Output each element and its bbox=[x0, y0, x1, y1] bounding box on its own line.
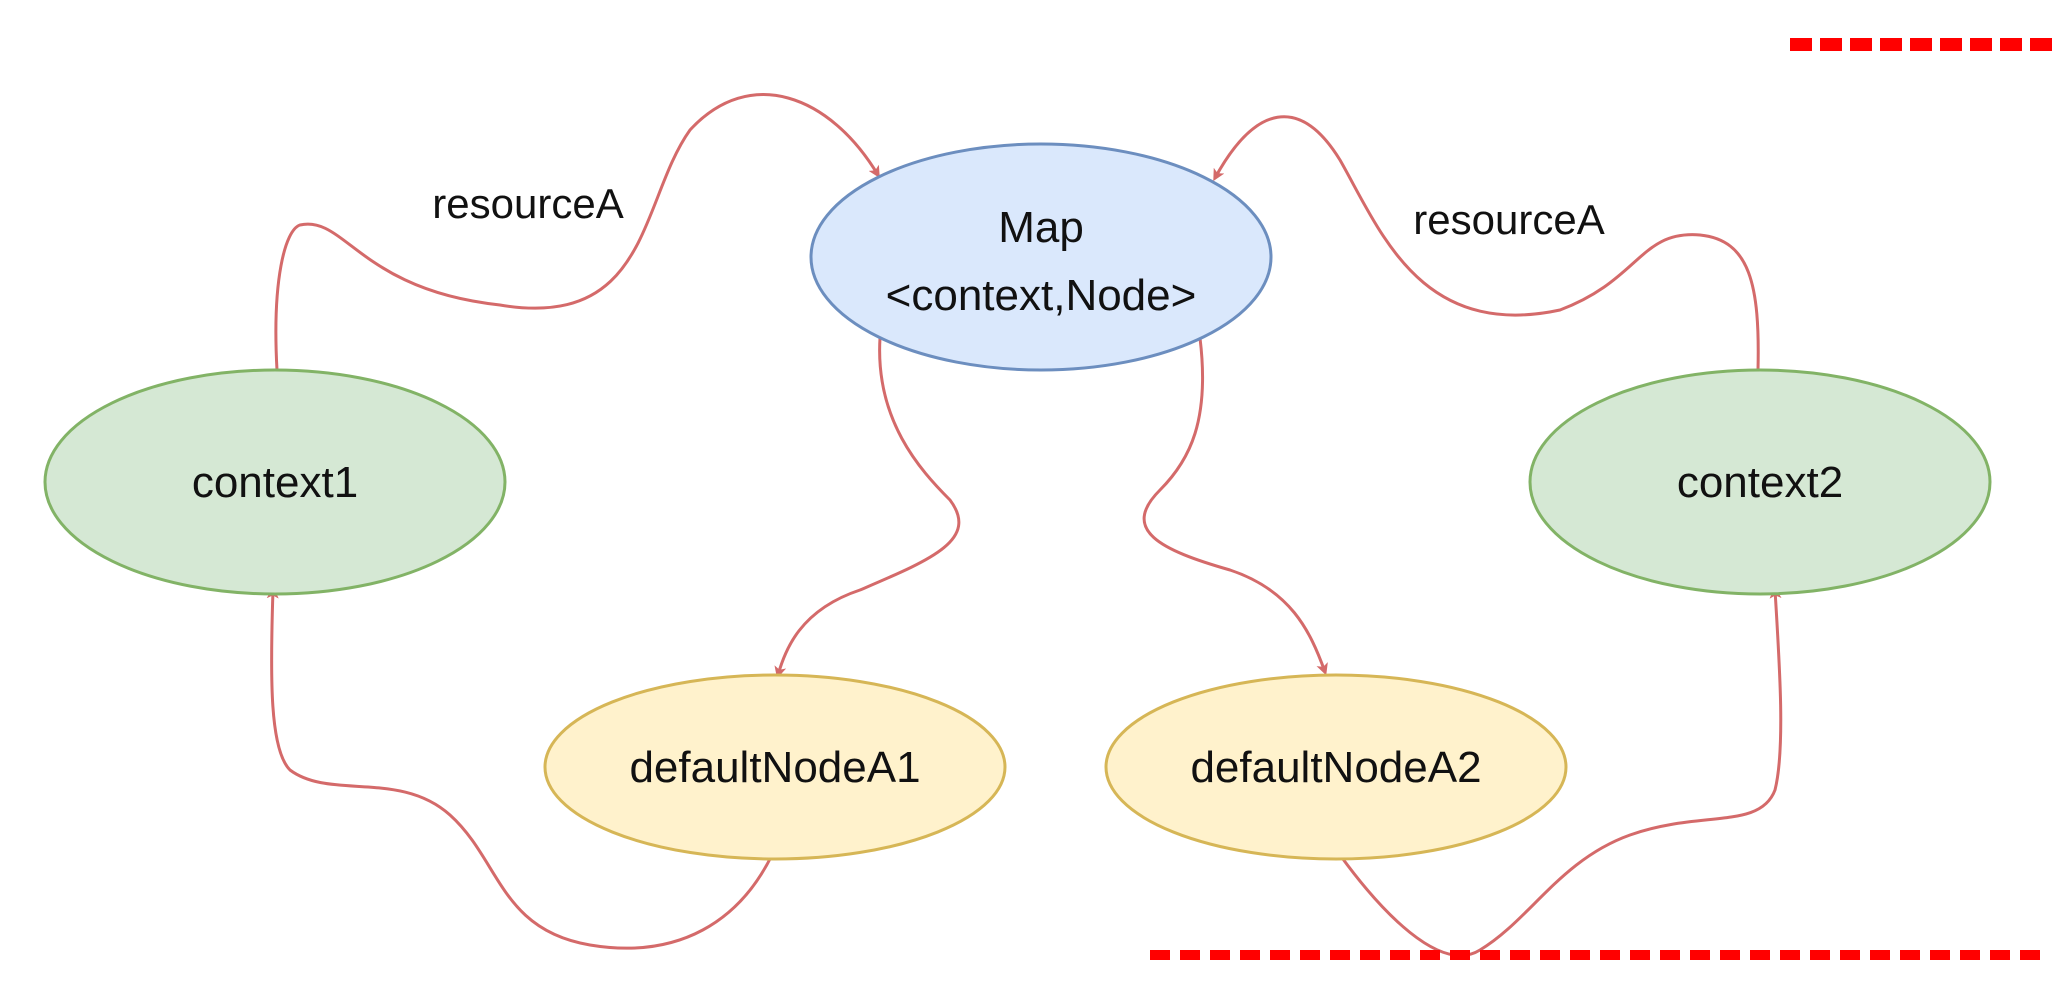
node-default1-label: defaultNodeA1 bbox=[629, 743, 920, 792]
watermark-block bbox=[1780, 950, 1800, 960]
watermark-block bbox=[1360, 950, 1380, 960]
watermark-block bbox=[1870, 950, 1890, 960]
watermark-block bbox=[2020, 950, 2040, 960]
watermark-block bbox=[2030, 38, 2052, 51]
watermark-block bbox=[1510, 950, 1530, 960]
node-default2: defaultNodeA2 bbox=[1104, 673, 1568, 861]
watermark-block bbox=[1300, 950, 1320, 960]
edge-context2-to-map bbox=[1213, 115, 1760, 371]
watermark-block bbox=[1240, 950, 1260, 960]
watermark-block bbox=[1480, 950, 1500, 960]
node-map: Map <context,Node> bbox=[809, 142, 1273, 372]
watermark-block bbox=[1850, 38, 1872, 51]
edge-map-to-default2 bbox=[1142, 337, 1328, 676]
watermark-block bbox=[1210, 950, 1230, 960]
watermark-block bbox=[1540, 950, 1560, 960]
node-default1: defaultNodeA1 bbox=[543, 673, 1007, 861]
watermark-block bbox=[1990, 950, 2010, 960]
node-context1-shape bbox=[43, 368, 507, 596]
edge-label-ctx1-resource: resourceA bbox=[432, 180, 623, 227]
node-context1: context1 bbox=[43, 368, 507, 596]
node-map-label-line1: Map bbox=[998, 203, 1084, 252]
watermark-block bbox=[1750, 950, 1770, 960]
watermark-block bbox=[1840, 950, 1860, 960]
watermark-block bbox=[1910, 38, 1932, 51]
watermark-block bbox=[1390, 950, 1410, 960]
watermark-block bbox=[2000, 38, 2022, 51]
node-context2-label: context2 bbox=[1677, 458, 1843, 507]
watermark-block bbox=[1270, 950, 1290, 960]
node-context2: context2 bbox=[1528, 368, 1992, 596]
watermark-block bbox=[1570, 950, 1590, 960]
watermark-block bbox=[1930, 950, 1950, 960]
watermark-block bbox=[1630, 950, 1650, 960]
watermark-block bbox=[1880, 38, 1902, 51]
watermark-block bbox=[1970, 38, 1992, 51]
watermark-block bbox=[1420, 950, 1440, 960]
watermark-block bbox=[1450, 950, 1470, 960]
watermark-bottom bbox=[1150, 950, 2040, 960]
watermark-top-right bbox=[1790, 38, 2052, 51]
node-map-label-line2: <context,Node> bbox=[886, 271, 1197, 320]
watermark-block bbox=[1960, 950, 1980, 960]
edge-default2-to-context2 bbox=[1338, 586, 1783, 957]
watermark-block bbox=[1660, 950, 1680, 960]
node-map-shape bbox=[809, 142, 1273, 372]
watermark-block bbox=[1180, 950, 1200, 960]
edge-default1-to-context1 bbox=[266, 586, 774, 950]
node-default2-label: defaultNodeA2 bbox=[1190, 743, 1481, 792]
node-context1-label: context1 bbox=[192, 458, 358, 507]
watermark-block bbox=[1330, 950, 1350, 960]
watermark-block bbox=[1690, 950, 1710, 960]
node-default1-shape bbox=[543, 673, 1007, 861]
edge-context1-to-map bbox=[274, 93, 880, 371]
watermark-block bbox=[1150, 950, 1170, 960]
watermark-block bbox=[1900, 950, 1920, 960]
watermark-block bbox=[1600, 950, 1620, 960]
watermark-block bbox=[1940, 38, 1962, 51]
node-context2-shape bbox=[1528, 368, 1992, 596]
watermark-block bbox=[1790, 38, 1812, 51]
watermark-block bbox=[1810, 950, 1830, 960]
edge-label-ctx2-resource: resourceA bbox=[1413, 196, 1604, 243]
watermark-block bbox=[1720, 950, 1740, 960]
node-default2-shape bbox=[1104, 673, 1568, 861]
watermark-block bbox=[1820, 38, 1842, 51]
edge-map-to-default1 bbox=[774, 337, 961, 679]
